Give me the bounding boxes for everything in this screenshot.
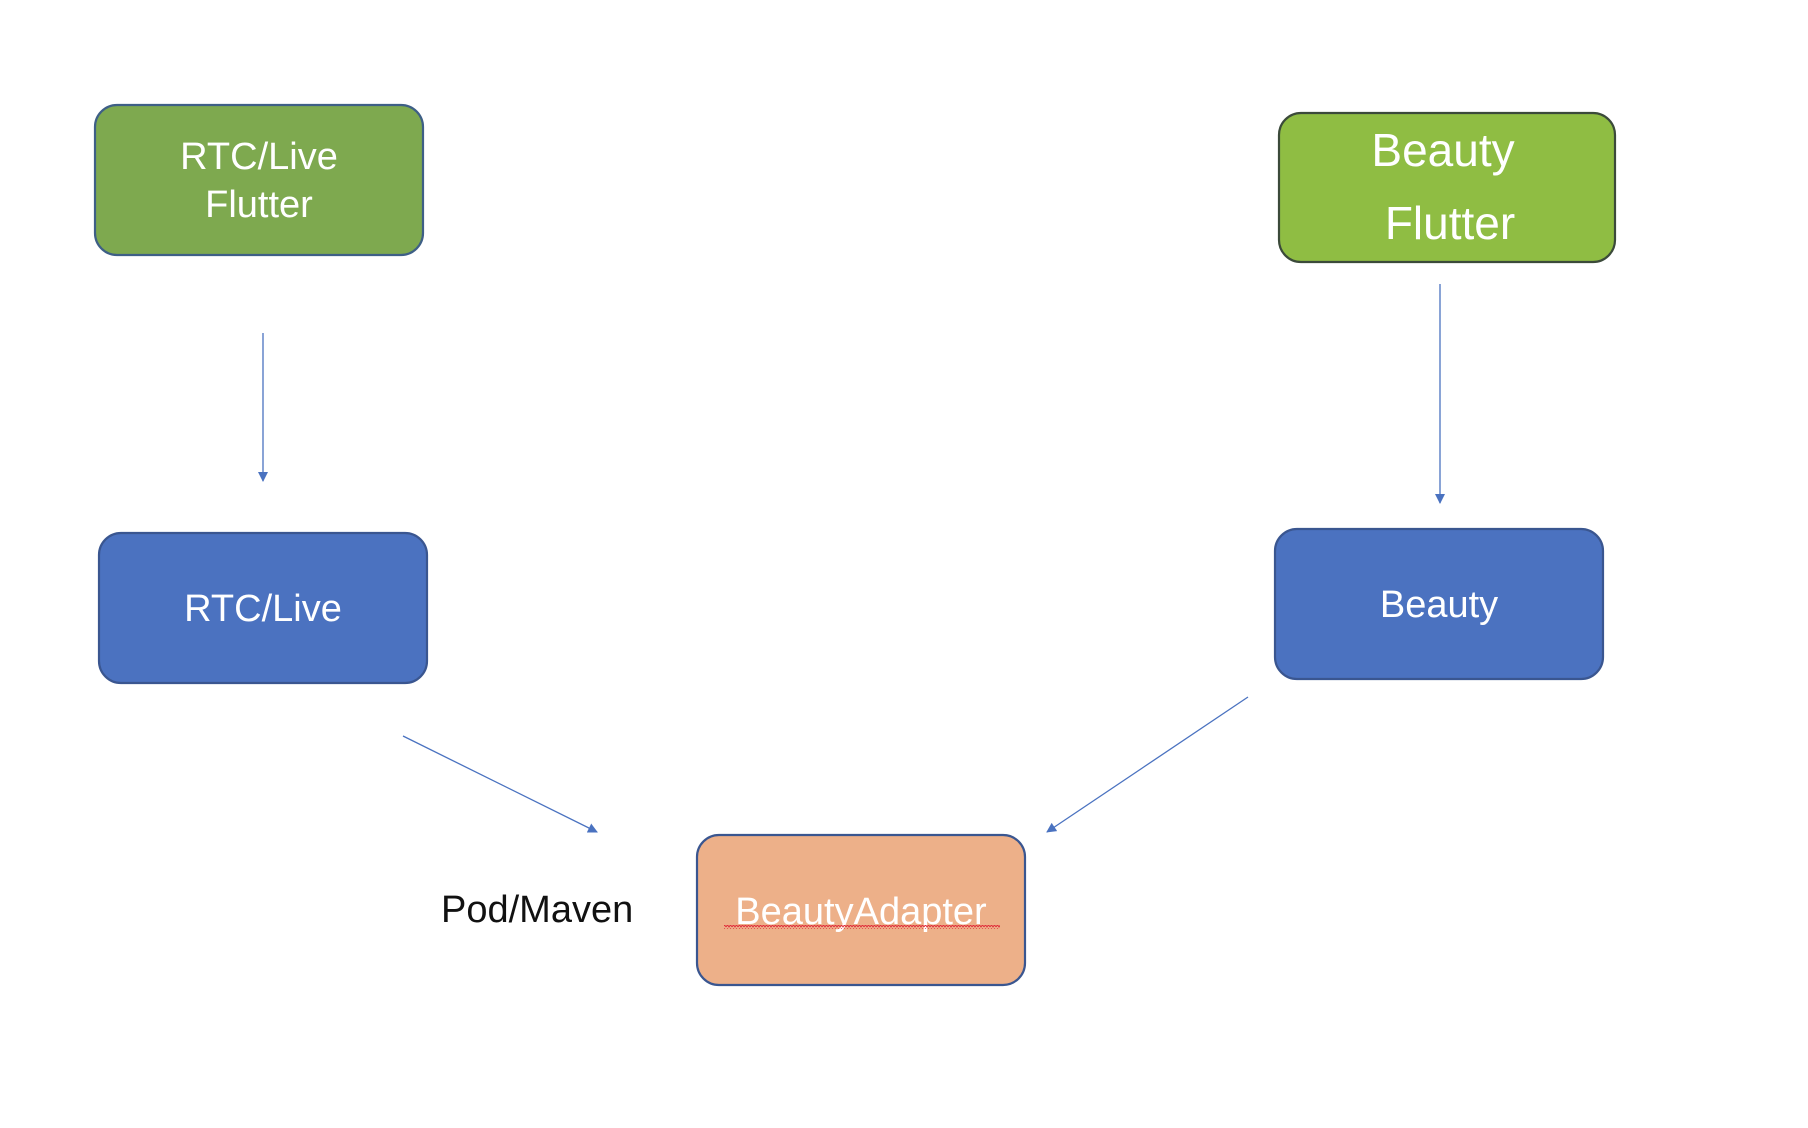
spellcheck-underline	[724, 925, 1000, 929]
node-beauty-box	[1273, 527, 1605, 681]
node-beauty-flutter[interactable]: Beauty Flutter	[1277, 111, 1617, 264]
node-beauty-adapter-box	[695, 833, 1027, 987]
node-rtc-live-flutter-line-2: Flutter	[205, 184, 313, 226]
node-rtc-live-label: RTC/Live	[184, 588, 342, 630]
node-rtc-live-flutter-line-1: RTC/Live	[180, 136, 338, 178]
edge-rtc-live-to-beauty-adapter	[402, 735, 598, 833]
edges	[258, 284, 1445, 833]
node-beauty-flutter-line-1: Beauty	[1371, 124, 1514, 176]
node-beauty-label: Beauty	[1380, 584, 1498, 626]
node-beauty-flutter-line-2: Flutter	[1385, 197, 1515, 249]
node-rtc-live-box	[97, 531, 429, 685]
node-beauty-adapter[interactable]: BeautyAdapter	[695, 833, 1027, 987]
node-rtc-live[interactable]: RTC/Live	[97, 531, 429, 685]
edge-beauty-to-beauty-adapter	[1046, 696, 1249, 833]
node-rtc-live-flutter[interactable]: RTC/Live Flutter	[93, 103, 425, 257]
node-beauty-flutter-box	[1277, 111, 1617, 264]
node-beauty[interactable]: Beauty	[1273, 527, 1605, 681]
node-rtc-live-flutter-box	[93, 103, 425, 257]
pod-maven-label: Pod/Maven	[441, 889, 633, 931]
